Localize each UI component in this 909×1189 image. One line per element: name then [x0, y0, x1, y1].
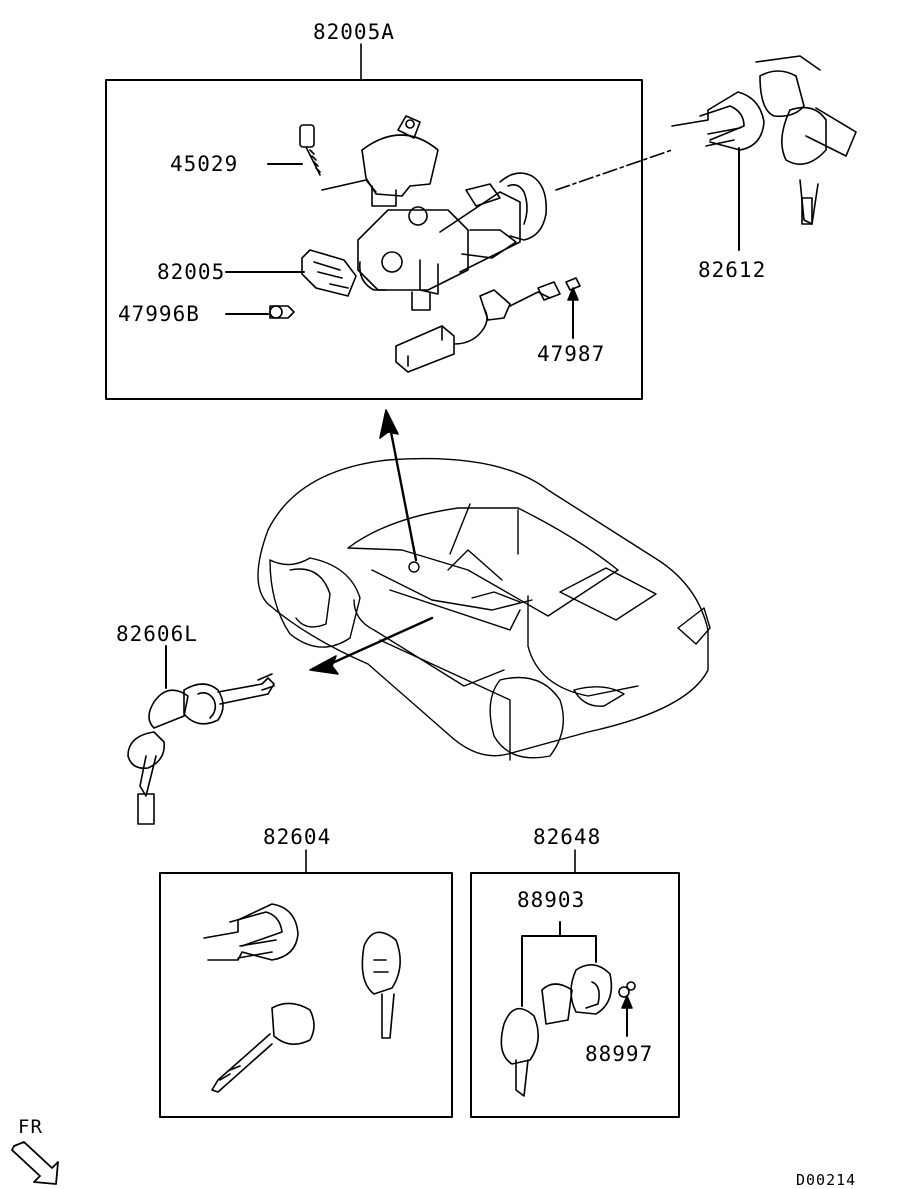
label-82606l: 82606L — [116, 622, 198, 646]
box-82005a — [105, 79, 643, 400]
label-82005: 82005 — [157, 260, 226, 284]
label-front: FR — [18, 1116, 43, 1138]
arrow-to-ignition — [389, 430, 418, 562]
label-82604: 82604 — [263, 825, 332, 849]
door-lock-82606l — [127, 645, 275, 825]
label-82005a: 82005A — [313, 20, 395, 44]
remote-key-82648 — [500, 964, 636, 1097]
key-cylinder-82612 — [671, 55, 857, 251]
label-88997: 88997 — [585, 1042, 654, 1066]
key-set-82604 — [203, 903, 401, 1093]
label-82648: 82648 — [533, 825, 602, 849]
vehicle-body — [257, 457, 711, 761]
label-47987: 47987 — [537, 342, 606, 366]
diagram-code: D00214 — [796, 1171, 857, 1189]
label-47996b: 47996B — [118, 302, 200, 326]
label-82612: 82612 — [698, 258, 767, 282]
label-45029: 45029 — [170, 152, 239, 176]
bracket-88903 — [521, 921, 597, 1007]
label-88903: 88903 — [517, 888, 586, 912]
front-arrow-icon — [11, 1141, 59, 1185]
arrow-to-door-lock — [328, 616, 434, 666]
box-82604 — [159, 872, 453, 1118]
ignition-switch-assembly — [225, 115, 673, 373]
